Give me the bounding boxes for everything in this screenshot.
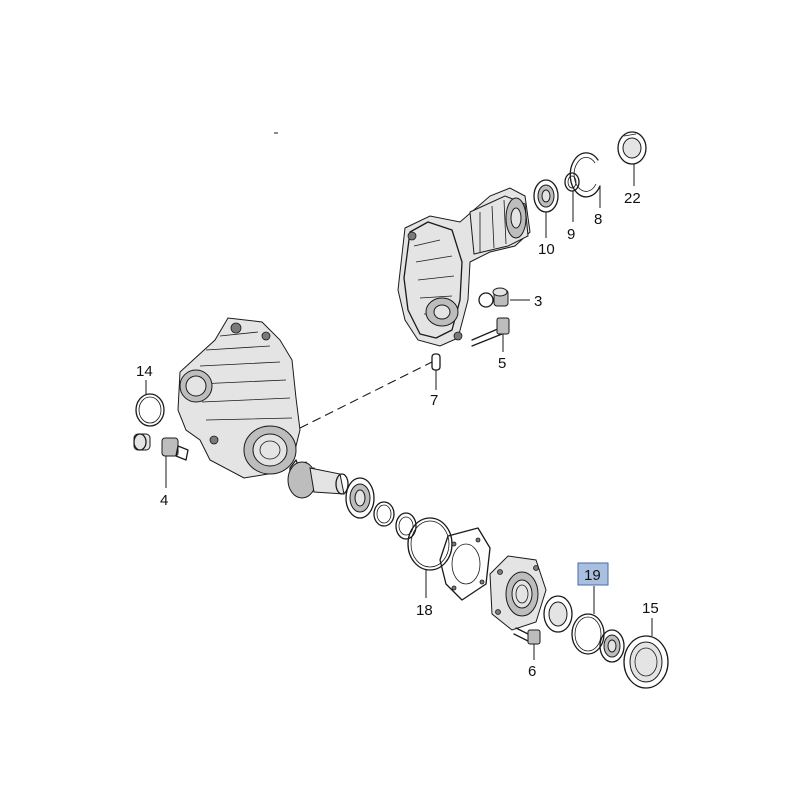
highlight-box-19[interactable] [577, 562, 609, 586]
part-number-18[interactable]: 18 [416, 602, 433, 619]
rear-housing-assembly[interactable] [397, 187, 531, 347]
drive-gear[interactable] [287, 459, 349, 499]
part-number-7[interactable]: 7 [430, 392, 438, 409]
part-number-5[interactable]: 5 [498, 355, 506, 372]
front-housing-assembly[interactable] [177, 317, 301, 479]
seal-15[interactable] [623, 635, 669, 689]
snap-ring-9[interactable] [564, 172, 580, 192]
part-number-3[interactable]: 3 [534, 293, 542, 310]
part-number-4[interactable]: 4 [160, 492, 168, 509]
dowel-pin-7[interactable] [431, 353, 441, 371]
gasket[interactable] [439, 527, 491, 601]
part-number-6[interactable]: 6 [528, 663, 536, 680]
part-number-10[interactable]: 10 [538, 241, 555, 258]
leader-lines [145, 164, 653, 660]
part-number-15[interactable]: 15 [642, 600, 659, 617]
shaft-bearing[interactable] [345, 477, 375, 519]
part-number-9[interactable]: 9 [567, 226, 575, 243]
assembly-line [299, 361, 433, 429]
flange-cover[interactable] [489, 555, 547, 631]
bolt-6[interactable] [513, 627, 541, 645]
bearing-10[interactable] [533, 179, 559, 213]
plug-4[interactable] [161, 437, 189, 461]
part-number-19[interactable]: 19 [584, 567, 601, 584]
part-number-22[interactable]: 22 [624, 190, 641, 207]
part-number-14[interactable]: 14 [136, 363, 153, 380]
o-ring-14[interactable] [135, 393, 165, 427]
plug-3[interactable] [478, 287, 509, 308]
seal-22[interactable] [617, 131, 647, 165]
seal-ring[interactable] [543, 595, 573, 633]
spacer-ring-b[interactable] [395, 512, 417, 540]
bushing[interactable] [133, 433, 151, 451]
tapered-bearing[interactable] [599, 629, 625, 663]
part-number-8[interactable]: 8 [594, 211, 602, 228]
spacer-ring-a[interactable] [373, 501, 395, 527]
circlip-19[interactable] [571, 613, 605, 655]
circlip-8[interactable] [569, 152, 601, 198]
